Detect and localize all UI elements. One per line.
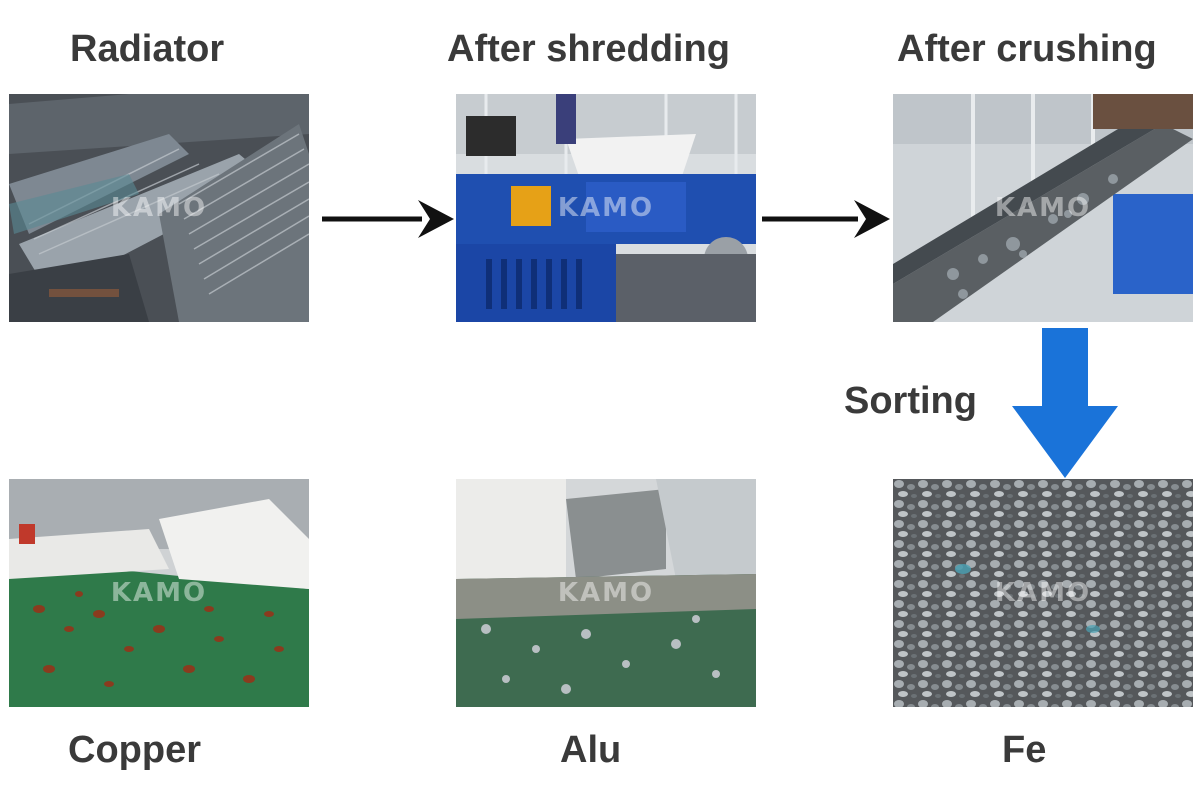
photo-radiator: KAMO (9, 94, 309, 322)
arrow-right-icon (322, 200, 454, 238)
watermark: KAMO (110, 578, 208, 608)
radiator-image (9, 94, 309, 322)
label-alu: Alu (560, 729, 622, 771)
photo-alu: KAMO (456, 479, 756, 707)
arrow-down-icon (1012, 328, 1118, 478)
watermark: KAMO (557, 578, 655, 608)
aluminium-image (456, 479, 756, 707)
shredder-image (456, 94, 756, 322)
iron-image (893, 479, 1193, 707)
label-radiator: Radiator (70, 28, 225, 70)
copper-image (9, 479, 309, 707)
label-fe: Fe (1002, 729, 1047, 771)
watermark: KAMO (557, 193, 655, 223)
photo-after-shredding: KAMO (456, 94, 756, 322)
photo-after-crushing: KAMO (893, 94, 1193, 322)
conveyor-image (893, 94, 1193, 322)
label-copper: Copper (68, 729, 201, 771)
label-after-crushing: After crushing (897, 28, 1157, 70)
watermark: KAMO (994, 193, 1092, 223)
photo-copper: KAMO (9, 479, 309, 707)
photo-fe: KAMO (893, 479, 1193, 707)
label-after-shredding: After shredding (447, 28, 730, 70)
watermark: KAMO (994, 578, 1092, 608)
label-sorting: Sorting (844, 380, 977, 422)
watermark: KAMO (110, 193, 208, 223)
arrow-right-icon (762, 200, 890, 238)
